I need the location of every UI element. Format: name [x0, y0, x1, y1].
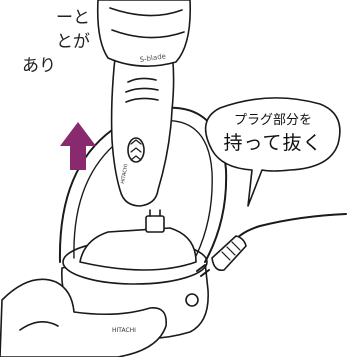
text-fragment-3: あり [22, 56, 56, 76]
hand [0, 278, 167, 357]
speech-bubble-text: プラグ部分を 持って抜く [203, 112, 343, 156]
power-plug [211, 235, 247, 272]
cropped-instruction-text: ーと とが あり [0, 6, 90, 78]
shaver-logo-label: HITACHI [120, 164, 129, 185]
cradle-arm [58, 106, 228, 263]
power-cord [231, 213, 347, 245]
stand-connector [145, 215, 165, 233]
shaver-brand-label: S-blade [139, 52, 166, 64]
text-fragment-2: とが [56, 32, 90, 52]
up-arrow-icon [60, 122, 96, 170]
stand-side-button [185, 293, 199, 307]
bubble-line-2: 持って抜く [223, 132, 323, 154]
base-brand-label: HITACHI [112, 327, 136, 334]
power-button [127, 137, 145, 163]
shaver-head [96, 0, 192, 67]
speech-bubble [204, 97, 341, 207]
stand-inner-well [79, 227, 197, 271]
text-fragment-1: ーと [56, 8, 90, 28]
shaver-body [110, 33, 175, 207]
bubble-line-1: プラグ部分を [233, 113, 312, 128]
